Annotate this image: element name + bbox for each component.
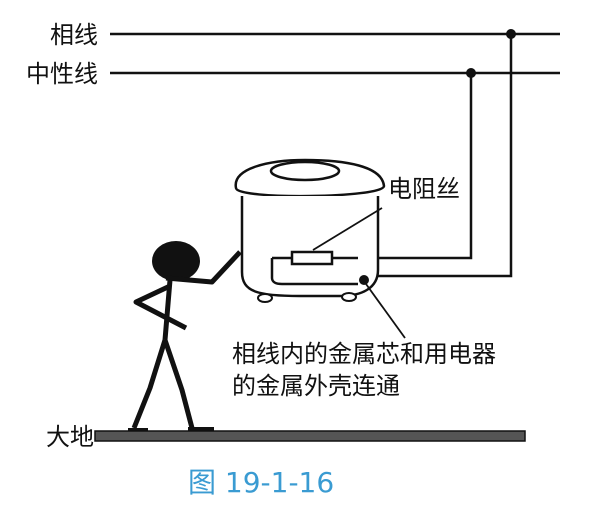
person-head (152, 241, 200, 281)
person-right-leg (162, 339, 195, 429)
live-wire-label: 相线 (50, 21, 98, 49)
ground-label: 大地 (46, 423, 94, 451)
heating-wire-label: 电阻丝 (388, 175, 460, 203)
cooker-lid-knob (269, 160, 341, 182)
cooker-body (240, 196, 380, 298)
person-body (162, 279, 173, 341)
cooker-foot-left (257, 293, 273, 303)
note-line-1: 相线内的金属芯和用电器 (232, 340, 496, 368)
person-bent-arm (133, 283, 188, 331)
person-reaching-arm (165, 250, 242, 285)
neutral-drop-wire (358, 73, 473, 260)
casing-contact-dot (359, 275, 369, 285)
note-leader (365, 283, 406, 339)
person-figure (128, 241, 242, 432)
cooker-front-panel (270, 258, 358, 286)
live-drop-wire (358, 34, 513, 278)
person-left-leg (131, 339, 168, 429)
rice-cooker (234, 158, 386, 303)
cooker-foot-right (341, 292, 357, 302)
figure-caption: 图 19-1-16 (188, 466, 334, 499)
neutral-wire-label: 中性线 (26, 60, 98, 88)
note-line-2: 的金属外壳连通 (232, 372, 400, 400)
heating-wire-leader (312, 207, 383, 251)
heating-resistor (290, 250, 334, 266)
ground-strip (94, 430, 526, 442)
